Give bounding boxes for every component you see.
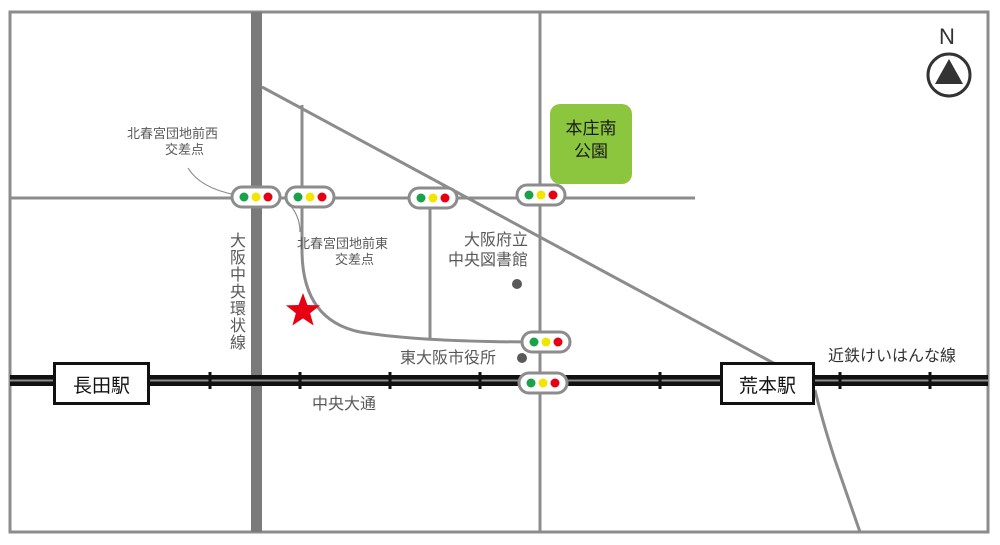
city-hall-label[interactable]: 東大阪市役所 — [400, 348, 497, 367]
star-icon — [285, 293, 321, 326]
traffic-signal-icon — [230, 185, 282, 209]
library-label[interactable]: 大阪府立 中央図書館 — [430, 230, 528, 270]
library-line1: 大阪府立 — [463, 230, 528, 249]
park-name-line2: 公園 — [574, 141, 608, 162]
road-name-chuo-odori: 中央大通 — [312, 394, 377, 413]
road-name-osaka-chuo-kanjo: 大阪中央環状線 — [227, 232, 246, 351]
traffic-signal-icon — [407, 186, 459, 210]
intersection-west-line2: 交差点 — [164, 143, 204, 159]
library-line2: 中央図書館 — [447, 250, 528, 269]
north-arrow-icon — [926, 52, 972, 98]
intersection-west-line1: 北春宮団地前西 — [126, 127, 218, 142]
compass-north-label: N — [939, 24, 955, 49]
callout-west-intersection — [187, 167, 237, 196]
traffic-signal-icon — [284, 185, 336, 209]
station-nagata[interactable]: 長田駅 — [53, 362, 150, 405]
intersection-east-line1: 北春宮団地前東 — [296, 237, 388, 252]
road-curve — [300, 105, 541, 344]
park-name-line1: 本庄南 — [565, 119, 617, 139]
road-osaka-chuo-kanjo — [251, 12, 262, 532]
intersection-east-label: 北春宮団地前東 交差点 — [266, 237, 388, 270]
intersection-east-line2: 交差点 — [334, 253, 374, 269]
road-south-east — [813, 389, 862, 533]
traffic-signal-icon — [515, 183, 567, 207]
map-frame — [8, 10, 990, 534]
park-honjo-minami[interactable]: 本庄南 公園 — [550, 104, 632, 184]
railway-ticks — [208, 372, 932, 389]
traffic-signal-icon — [517, 371, 569, 395]
road-diagonal — [261, 85, 791, 374]
railway-name-label: 近鉄けいはんな線 — [828, 346, 957, 365]
traffic-signal-icon — [520, 330, 572, 354]
library-dot — [512, 279, 522, 289]
intersection-west-label: 北春宮団地前西 交差点 — [96, 127, 218, 160]
station-aramoto[interactable]: 荒本駅 — [720, 362, 815, 405]
city-hall-dot — [517, 353, 527, 363]
